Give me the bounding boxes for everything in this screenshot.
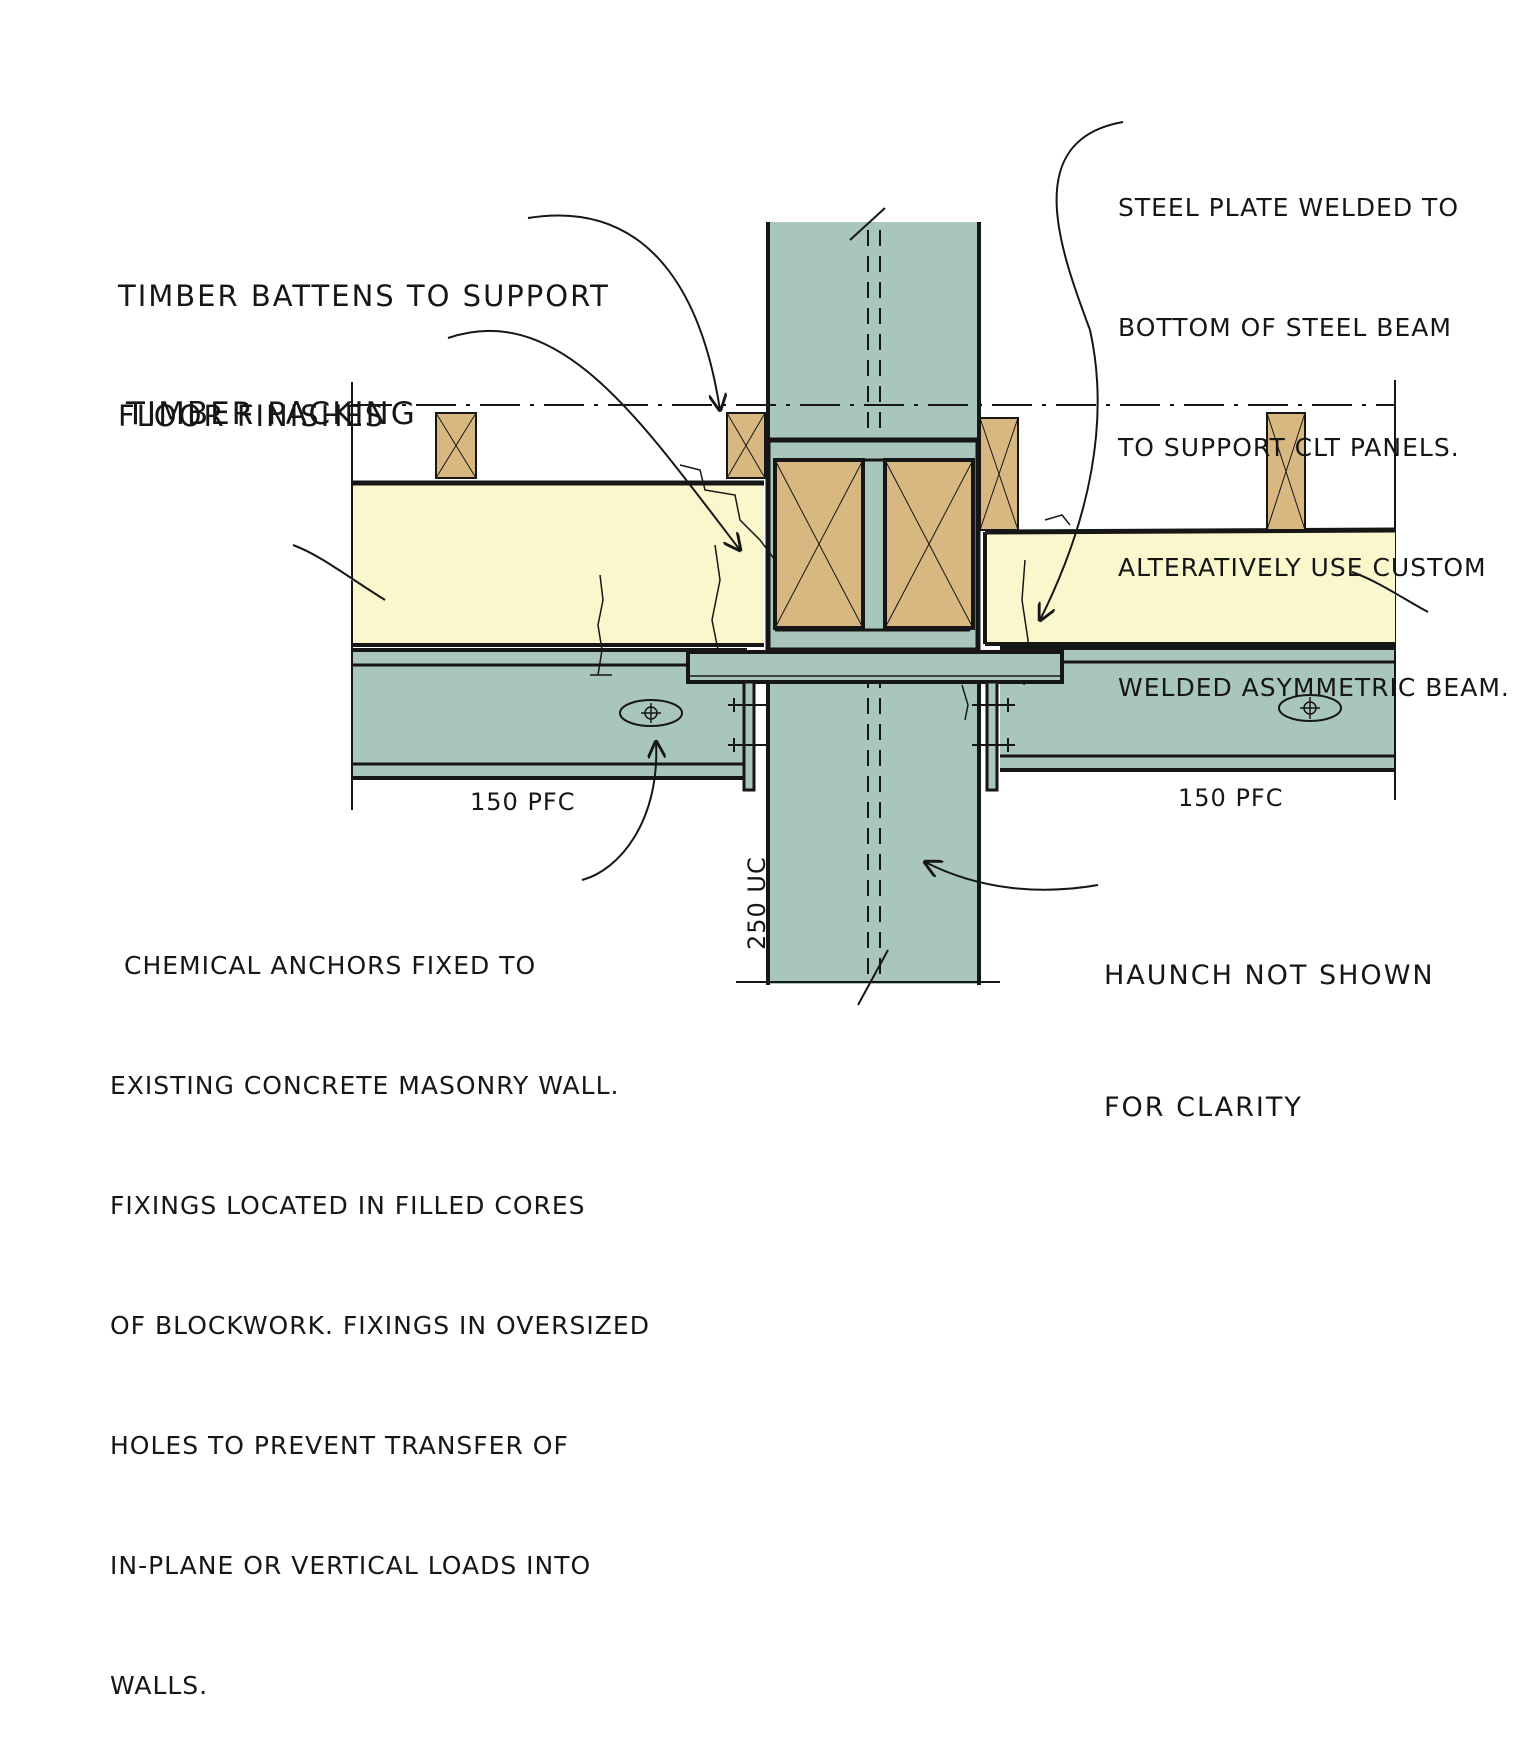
note-haunch: HAUNCH NOT SHOWN FOR CLARITY — [1104, 866, 1435, 1174]
note-chemical-anchors: CHEMICAL ANCHORS FIXED TO EXISTING CONCR… — [110, 866, 650, 1746]
structural-connection-sketch: 150 PFC 150 PFC 250 UC — [292, 121, 1429, 1006]
label-250-uc: 250 UC — [743, 856, 771, 950]
note-steel-plate-line-1: STEEL PLATE WELDED TO — [1118, 193, 1459, 222]
break-line-right-lower — [961, 684, 969, 721]
label-150-pfc-right: 150 PFC — [1178, 784, 1283, 812]
note-timber-battens: TIMBER BATTENS TO SUPPORT FLOOR FINISHES — [118, 196, 610, 476]
timber-batten-4 — [1266, 412, 1306, 531]
leader-timber-packing — [447, 329, 740, 550]
timber-batten-1 — [435, 412, 477, 479]
note-chemical-anchors-line-4: OF BLOCKWORK. FIXINGS IN OVERSIZED — [110, 1311, 650, 1340]
note-steel-plate-line-3: TO SUPPORT CLT PANELS. — [1118, 433, 1460, 462]
leader-timber-battens — [527, 214, 720, 410]
note-steel-plate: STEEL PLATE WELDED TO BOTTOM OF STEEL BE… — [1118, 108, 1510, 748]
note-haunch-line-1: HAUNCH NOT SHOWN — [1104, 960, 1435, 991]
break-line-left-vertical — [711, 544, 721, 651]
steel-plate — [686, 650, 1064, 684]
note-chemical-anchors-line-2: EXISTING CONCRETE MASONRY WALL. — [110, 1071, 620, 1100]
note-timber-packing-line-1: TIMBER PACKING — [126, 396, 417, 432]
note-chemical-anchors-line-6: IN-PLANE OR VERTICAL LOADS INTO — [110, 1551, 592, 1580]
note-chemical-anchors-line-3: FIXINGS LOCATED IN FILLED CORES — [110, 1191, 586, 1220]
timber-packing-right — [883, 458, 975, 630]
leader-chemical-anchors — [581, 742, 656, 881]
note-steel-plate-line-4: ALTERATIVELY USE CUSTOM — [1118, 553, 1487, 582]
anchor-symbol-right — [1278, 694, 1342, 722]
note-timber-packing: TIMBER PACKING — [126, 314, 417, 474]
note-timber-battens-line-1: TIMBER BATTENS TO SUPPORT — [118, 279, 610, 313]
leader-steel-plate — [1040, 121, 1124, 620]
note-chemical-anchors-line-7: WALLS. — [110, 1671, 209, 1700]
pfc-beam-right — [1000, 380, 1396, 800]
end-plate-right — [972, 680, 1015, 792]
timber-packing-left — [773, 458, 865, 630]
note-steel-plate-line-2: BOTTOM OF STEEL BEAM — [1118, 313, 1452, 342]
break-line-right — [1044, 514, 1071, 526]
timber-batten-2 — [726, 412, 766, 479]
clt-panel-left — [292, 382, 764, 676]
note-chemical-anchors-line-5: HOLES TO PREVENT TRANSFER OF — [110, 1431, 569, 1460]
leader-haunch — [925, 862, 1099, 891]
anchor-symbol-left — [619, 699, 683, 727]
break-line-left — [679, 464, 776, 561]
note-chemical-anchors-line-1: CHEMICAL ANCHORS FIXED TO — [124, 951, 537, 980]
timber-batten-3 — [979, 417, 1019, 531]
note-steel-plate-line-5: WELDED ASYMMETRIC BEAM. — [1118, 673, 1510, 702]
note-timber-battens-line-2: FLOOR FINISHES — [118, 399, 386, 433]
end-plate-left — [728, 680, 770, 792]
note-haunch-line-2: FOR CLARITY — [1104, 1092, 1303, 1123]
label-150-pfc-left: 150 PFC — [470, 788, 575, 816]
